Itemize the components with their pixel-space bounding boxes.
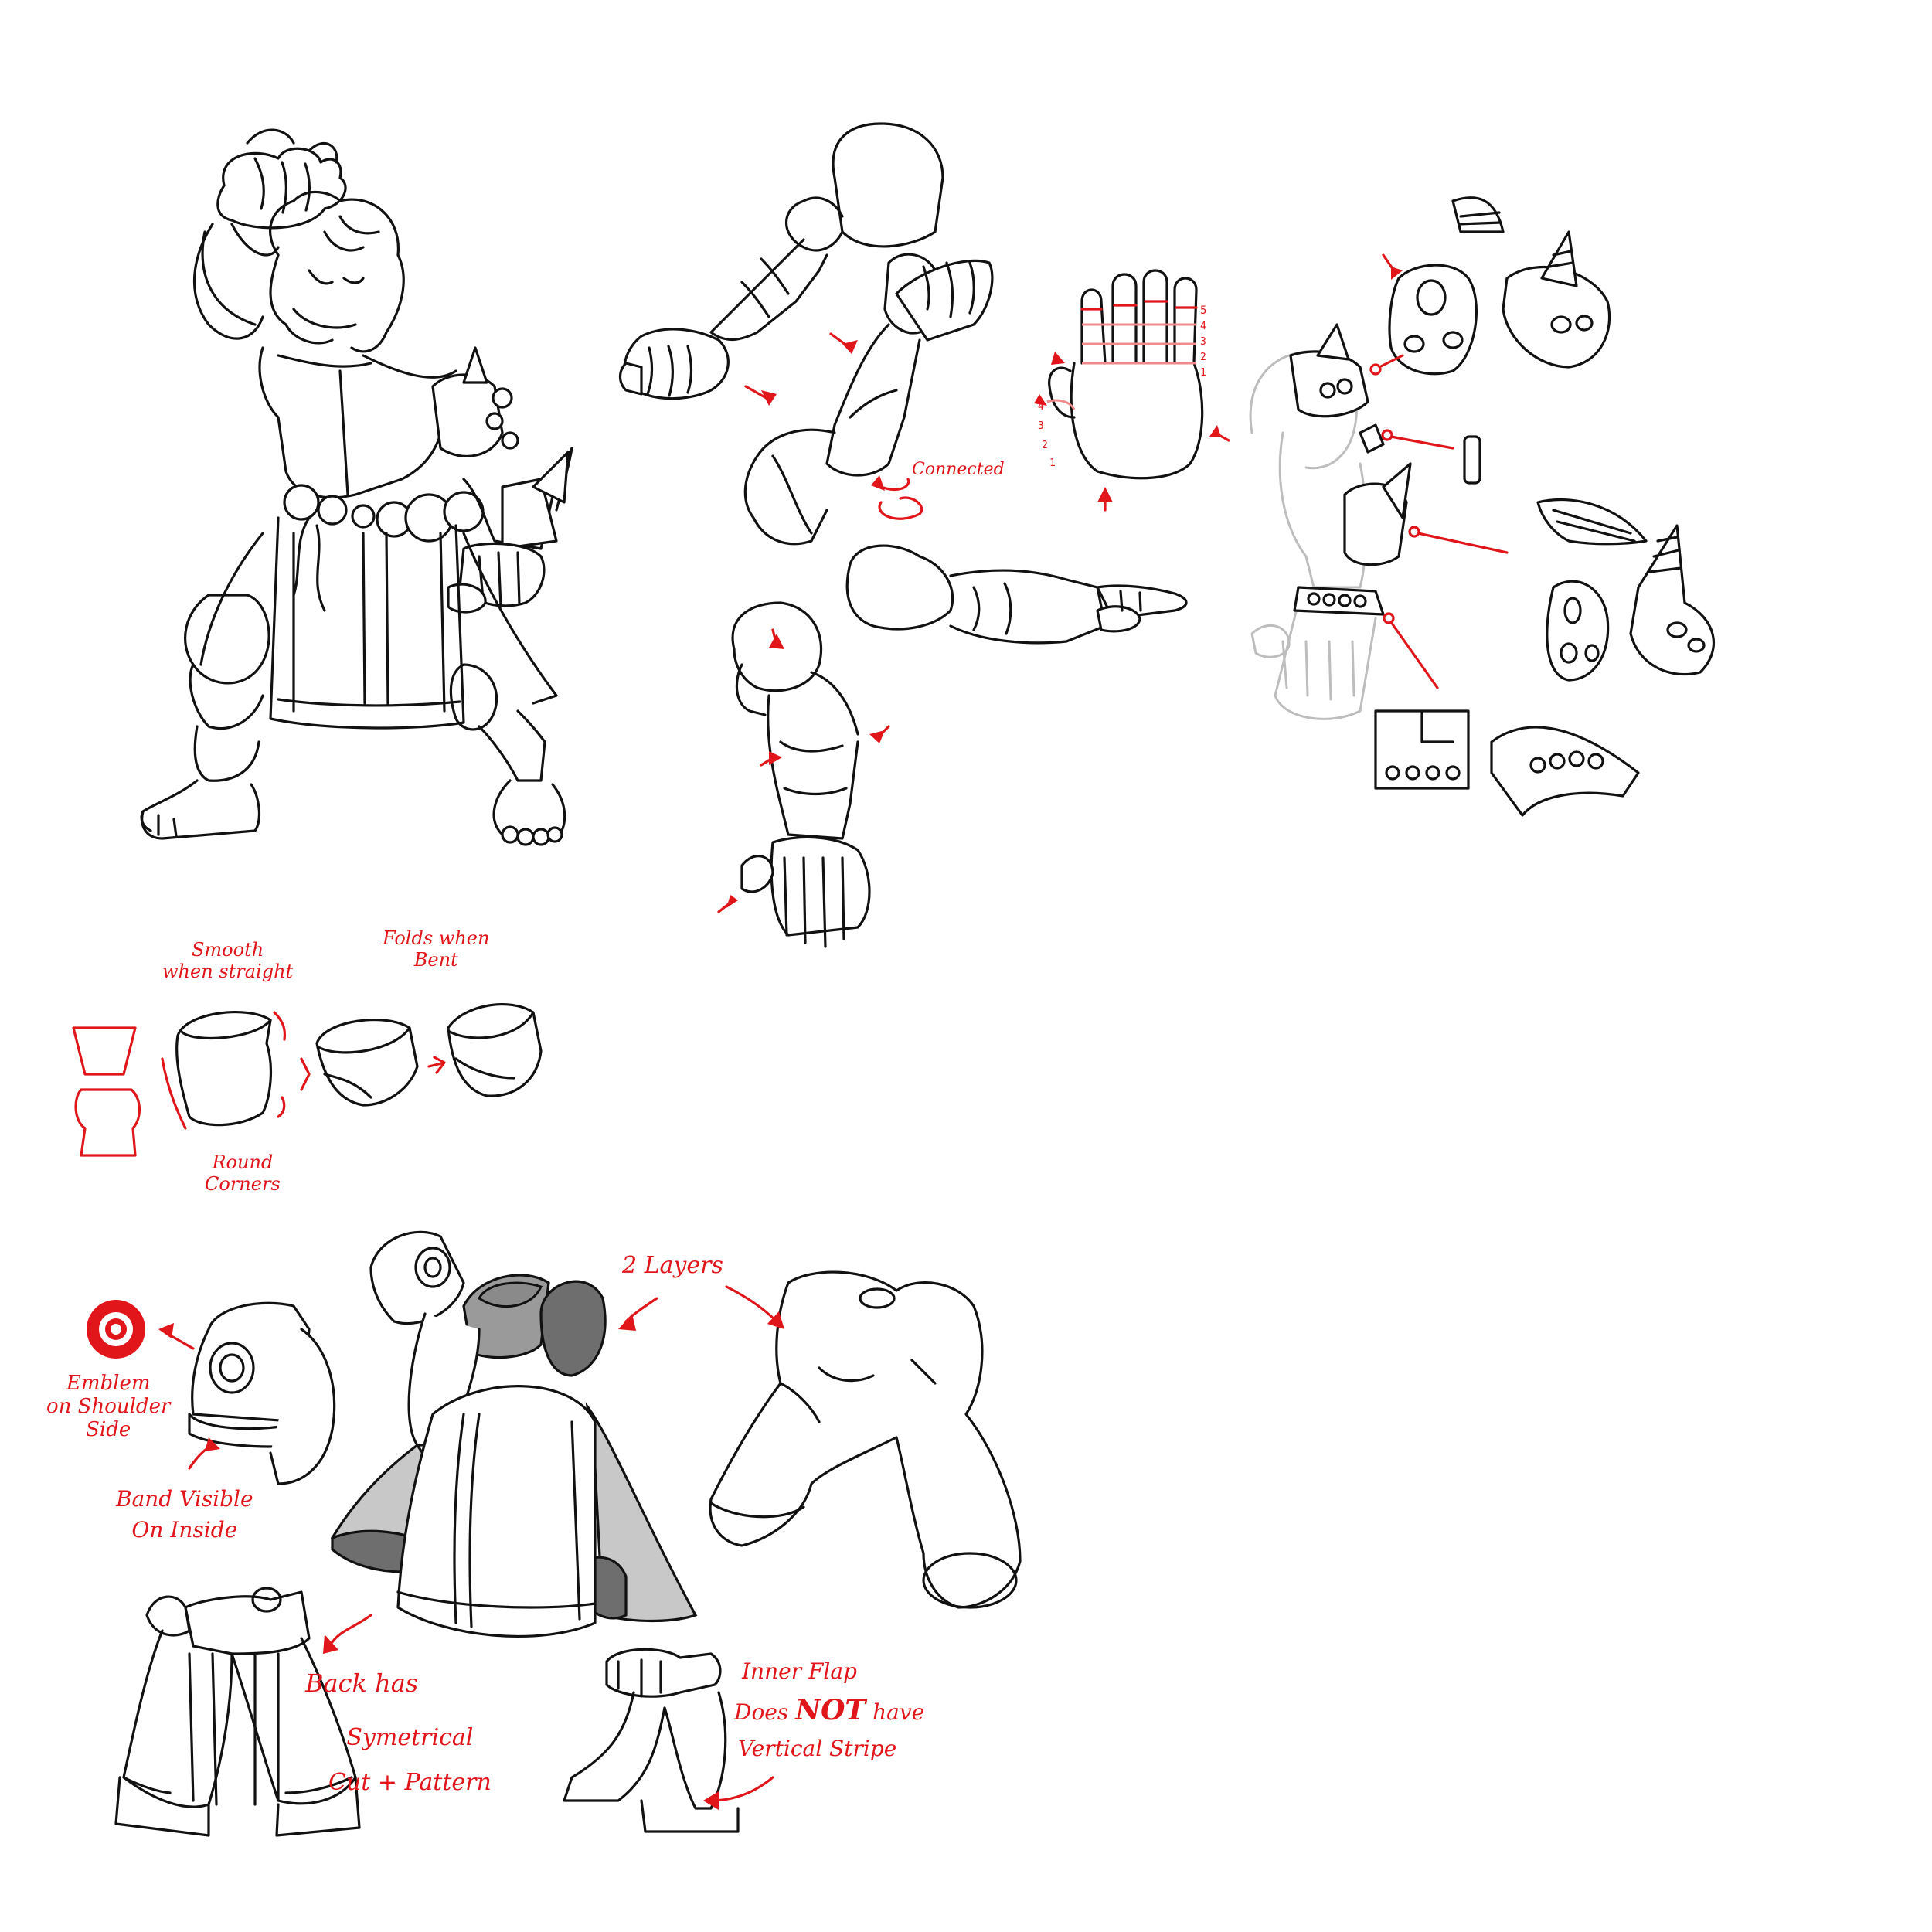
svg-text:4: 4 [1038,401,1044,413]
symmetrical-note: Symetrical Cut + Pattern [328,1724,492,1796]
jacket-inner-flap [563,1648,774,1833]
emblem-note: Emblem on Shoulder Side [46,1372,171,1441]
character-full-figure [140,128,573,846]
two-layers-note: 2 Layers [622,1252,723,1279]
svg-text:3: 3 [1038,420,1044,432]
inner-flap-note-3: Vertical Stripe [738,1736,897,1761]
gauntlet-exploded-view [1249,196,1715,817]
svg-text:2: 2 [1042,440,1048,451]
smooth-note: Smooth when straight [162,939,294,982]
svg-text:2: 2 [1200,352,1206,363]
svg-text:5: 5 [1200,304,1206,317]
svg-text:4: 4 [1200,321,1206,332]
inner-flap-note-2: Does NOT have [734,1694,925,1726]
hand-proportion-study [1034,269,1230,512]
finger-index-numbers: 5 4 3 2 1 4 3 2 1 [1038,304,1206,469]
inner-flap-note-1: Inner Flap [742,1658,857,1684]
back-note: Back has [305,1668,419,1698]
jacket-underlayer [709,1270,1022,1609]
svg-text:3: 3 [1200,336,1206,348]
jacket-back [114,1587,372,1837]
shoulder-sleeve-emblem [87,1300,336,1485]
svg-text:1: 1 [1200,367,1206,379]
folds-note: Folds when Bent [383,927,490,971]
arm-studies [618,122,1188,948]
round-corners-note: Round Corners [205,1151,281,1195]
sleeve-fold-study [72,1003,543,1157]
connected-note: Connected [912,460,1005,479]
two-layers-arrow-right [725,1285,778,1323]
band-note: Band Visible On Inside [116,1486,253,1543]
svg-text:1: 1 [1049,457,1056,469]
jacket-front [330,1230,698,1638]
